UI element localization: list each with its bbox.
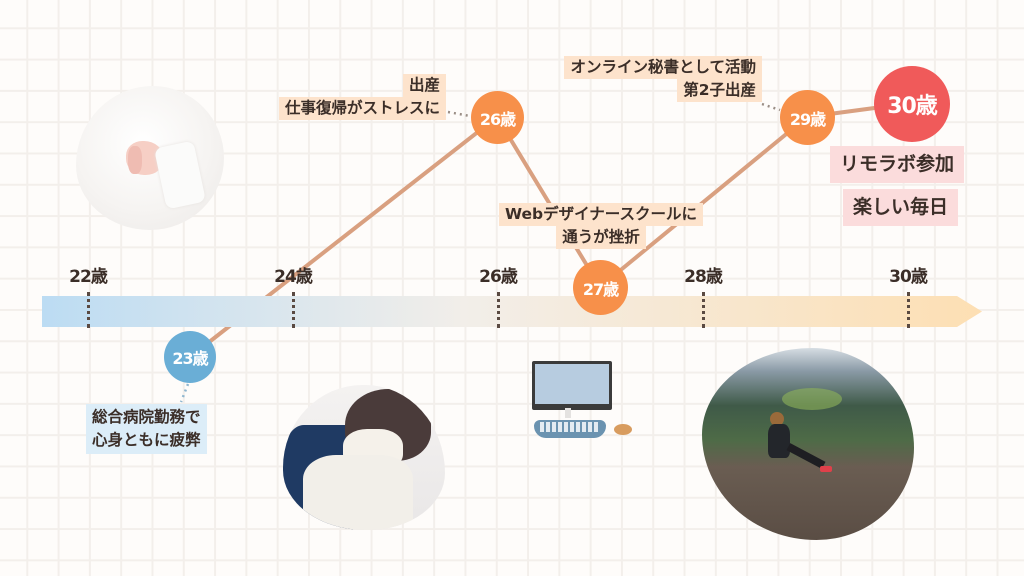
tick-dotted-line [497, 292, 500, 328]
tick-label: 22歳 [69, 267, 108, 287]
age-node-29: 29歳 [780, 90, 835, 145]
baby-hand-photo [76, 86, 224, 230]
event-23-label: 総合病院勤務で 心身ともに疲弊 [86, 404, 207, 454]
sleeve-shape [153, 140, 207, 210]
person-head-shape [770, 412, 784, 426]
event-27-line-1-box: Webデザイナースクールに [498, 203, 704, 226]
red-shoes-shape [820, 466, 832, 472]
event-30-line-1: リモラボ参加 [840, 153, 955, 175]
tick-dotted-line [702, 292, 705, 328]
event-26-line-1: 出産 [408, 76, 440, 94]
person-body-shape [768, 424, 790, 458]
baby-fingers-shape [128, 146, 142, 174]
tick-label: 24歳 [274, 267, 313, 287]
monitor-screen [532, 361, 612, 410]
green-fields-shape [782, 388, 842, 410]
event-26-line-1-box: 出産 [402, 74, 446, 97]
event-29-line-2: 第2子出産 [683, 81, 756, 99]
keyboard-keys [540, 422, 600, 432]
event-27-label: Webデザイナースクールに 通うが挫折 [474, 203, 728, 249]
age-node-27: 27歳 [573, 260, 628, 315]
event-30-line-1-box: リモラボ参加 [830, 146, 965, 183]
white-coat-shape [303, 455, 413, 530]
event-30-line-2: 楽しい毎日 [853, 196, 949, 218]
event-26-line-2: 仕事復帰がストレスに [284, 99, 440, 117]
age-node-23: 23歳 [164, 331, 216, 383]
event-29-line-2-box: 第2子出産 [677, 79, 762, 102]
event-29-line-1: オンライン秘書として活動 [570, 58, 756, 76]
computer-illustration [528, 358, 638, 442]
tick-dotted-line [907, 292, 910, 328]
tick-dotted-line [87, 292, 90, 328]
tick-dotted-line [292, 292, 295, 328]
event-30-line-2-box: 楽しい毎日 [843, 189, 959, 226]
event-26-line-2-box: 仕事復帰がストレスに [278, 97, 446, 120]
mouse-shape [614, 424, 632, 435]
tick-label: 28歳 [684, 267, 723, 287]
timeline-bar [42, 296, 982, 327]
mountain-photo [702, 348, 914, 540]
event-23-line-2: 心身ともに疲弊 [92, 431, 201, 449]
age-node-26: 26歳 [471, 91, 524, 144]
tick-label: 30歳 [889, 267, 928, 287]
event-27-line-2-box: 通うが挫折 [556, 226, 646, 249]
event-29-label: オンライン秘書として活動 第2子出産 [512, 56, 762, 102]
event-23-line-1: 総合病院勤務で [92, 408, 201, 426]
monitor-stand [565, 408, 571, 418]
event-27-line-1: Webデザイナースクールに [504, 205, 698, 223]
event-27-line-2: 通うが挫折 [562, 228, 640, 246]
person-legs-shape [786, 443, 826, 469]
masked-worker-photo [283, 385, 445, 530]
event-29-line-1-box: オンライン秘書として活動 [564, 56, 762, 79]
age-node-30: 30歳 [874, 66, 950, 142]
tick-label: 26歳 [479, 267, 518, 287]
event-26-label: 出産 仕事復帰がストレスに [244, 74, 446, 120]
